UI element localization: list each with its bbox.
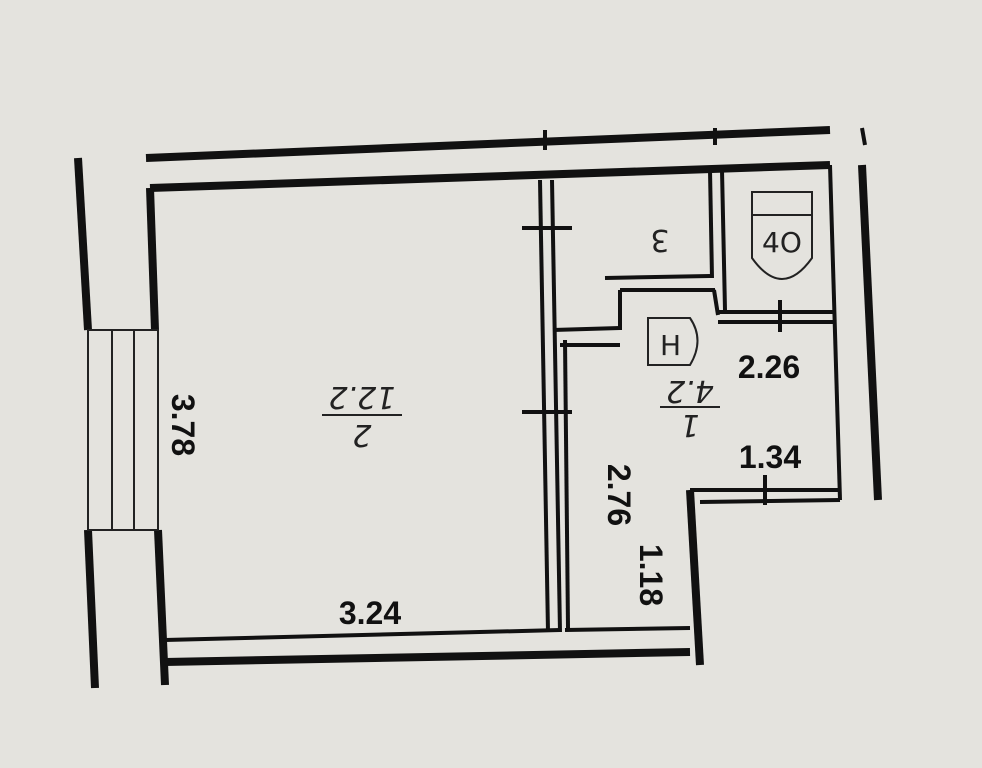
- toilet-label: 4О: [762, 226, 802, 259]
- room-number: 1: [680, 407, 699, 442]
- dimension-hall-small: 1.18: [633, 544, 669, 606]
- room-area: 12.2: [329, 379, 396, 414]
- hanger-label: Н: [660, 329, 681, 362]
- room-3-label: 3: [650, 222, 669, 257]
- dimension-left-height: 3.78: [165, 394, 201, 456]
- dimension-hall-right-lower: 1.34: [739, 439, 801, 475]
- partitions: [538, 169, 835, 633]
- dimension-hall-right: 2.26: [738, 349, 800, 385]
- room-1-label: 1 4.2: [660, 373, 720, 442]
- bottom-walls: [164, 488, 841, 666]
- room-number: 2: [352, 417, 371, 452]
- window: [87, 329, 159, 531]
- room-2-label: 2 12.2: [322, 379, 402, 452]
- dimension-bottom-width: 3.24: [339, 595, 401, 631]
- dimension-hall-height: 2.76: [601, 464, 637, 526]
- room-area: 4.2: [666, 373, 714, 408]
- door-marks: [522, 127, 867, 505]
- toilet-fixture: 4О: [751, 191, 813, 280]
- room-number: 3: [650, 222, 669, 257]
- hanger-fixture: Н: [647, 317, 699, 366]
